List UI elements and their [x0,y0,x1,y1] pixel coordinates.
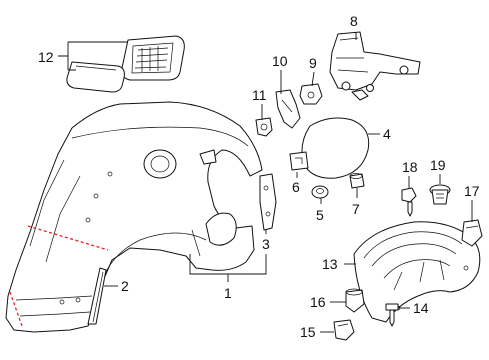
grommet-5 [311,185,329,199]
callout-15: 15 [300,324,316,340]
fuel-door-housing [121,35,185,81]
callout-12: 12 [38,49,54,65]
cut-line-lower [9,291,23,327]
callout-3: 3 [262,236,270,252]
bolt-18 [401,187,417,217]
fuel-door-seal [66,61,125,93]
callout-2: 2 [121,278,129,294]
leader-lines [58,32,473,333]
callout-17: 17 [464,183,480,199]
callout-16: 16 [310,294,326,310]
callout-5: 5 [316,207,324,223]
callout-10: 10 [272,53,288,69]
quarter-panel [5,101,263,333]
callout-11: 11 [252,87,267,103]
fuel-filler-door [301,117,370,179]
cushion-7 [349,173,365,189]
callout-6: 6 [292,179,300,195]
spring-clip-6 [289,151,309,171]
bracket-9 [299,83,323,105]
clip-16 [345,288,365,313]
callout-labels: 12 8 10 9 11 4 6 5 7 3 1 2 13 14 15 16 1… [38,13,480,340]
wheel-well-liner [353,221,481,323]
callout-7: 7 [352,201,360,217]
callout-13: 13 [322,256,338,272]
callout-8: 8 [350,13,358,29]
callout-1: 1 [224,285,232,301]
screw-14 [385,303,399,327]
rear-bracket-3 [259,173,277,231]
molding-strip [87,267,107,325]
cut-line-upper [27,225,109,251]
push-clip-19 [429,184,451,205]
callout-14: 14 [413,300,429,316]
callout-19: 19 [430,157,446,173]
callout-18: 18 [402,159,418,175]
fuel-door-hinge [275,89,301,129]
fuel-lid-actuator [329,31,421,101]
callout-4: 4 [383,126,391,142]
callout-9: 9 [309,55,317,71]
clip-15 [333,319,355,341]
clip-17 [461,219,483,247]
clip-11 [255,117,273,137]
